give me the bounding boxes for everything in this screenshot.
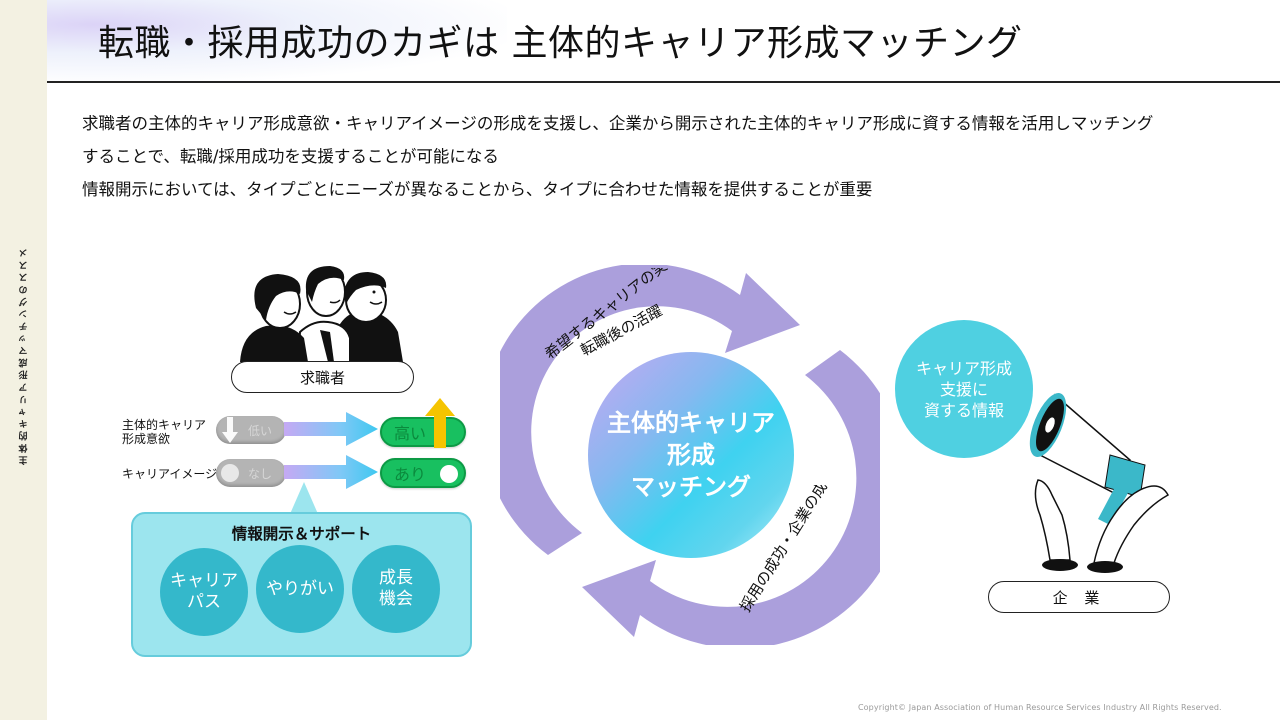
career-image-yes-toggle: あり <box>380 458 466 488</box>
cycle-arrows <box>500 265 880 645</box>
company-info-bubble: キャリア形成 支援に 資する情報 <box>895 320 1033 458</box>
career-image-label: キャリアイメージ <box>122 467 218 481</box>
bubble-career-path: キャリア パス <box>160 548 248 636</box>
motivation-label: 主体的キャリア 形成意欲 <box>122 418 207 446</box>
side-strip <box>0 0 47 720</box>
down-arrow-icon <box>222 417 238 443</box>
progress-arrow <box>284 455 378 489</box>
side-vertical-title: 主体的キャリア形成マッチングのススメ <box>19 245 30 465</box>
megaphone-hands-illustration <box>1029 393 1170 573</box>
cycle-arrow-bottom <box>582 350 880 645</box>
toggle-knob <box>221 464 239 482</box>
seeker-label: 求職者 <box>231 361 414 393</box>
motivation-low-toggle: 低い <box>216 416 286 444</box>
company-label: 企 業 <box>988 581 1170 613</box>
toggle-after-text: 高い <box>394 424 427 443</box>
info-disclosure-box: 情報開示＆サポート キャリア パス やりがい 成長 機会 <box>131 512 472 657</box>
toggle-knob <box>440 465 458 483</box>
toggle-after-text: あり <box>394 465 427 484</box>
people-illustration <box>240 266 403 362</box>
bubble-rewarding: やりがい <box>256 545 344 633</box>
title-background <box>47 0 507 82</box>
top-arc-text: 希望するキャリアの実現 転職後の活躍 <box>541 268 682 363</box>
toggle-before-text: なし <box>247 466 272 481</box>
bottom-arc-text: 採用の成功・企業の成長 <box>736 485 839 615</box>
description-line: 情報開示においては、タイプごとにニーズが異なることから、タイプに合わせた情報を提… <box>82 180 873 199</box>
copyright-text: Copyright© Japan Association of Human Re… <box>858 703 1222 712</box>
info-box-title: 情報開示＆サポート <box>231 525 372 543</box>
description: 求職者の主体的キャリア形成意欲・キャリアイメージの形成を支援し、企業から開示され… <box>82 107 1262 206</box>
title-divider <box>47 81 1280 83</box>
cycle-arrow-top <box>500 265 800 555</box>
bottom-arc-line: 採用の成功・企業の成長 <box>736 485 839 615</box>
up-arrow-icon <box>425 398 455 448</box>
toggle-before-text: 低い <box>247 423 272 438</box>
page-title: 転職・採用成功のカギは 主体的キャリア形成マッチング <box>98 23 1023 64</box>
progress-arrow <box>284 412 378 446</box>
career-image-none-toggle: なし <box>216 459 286 487</box>
description-line: することで、転職/採用成功を支援することが可能になる <box>82 147 499 166</box>
description-line: 求職者の主体的キャリア形成意欲・キャリアイメージの形成を支援し、企業から開示され… <box>82 114 1154 133</box>
center-matching-circle: 主体的キャリア 形成 マッチング <box>588 352 794 558</box>
bubble-growth: 成長 機会 <box>352 545 440 633</box>
info-box-pointer <box>290 482 318 514</box>
motivation-high-toggle: 高い <box>380 417 466 447</box>
